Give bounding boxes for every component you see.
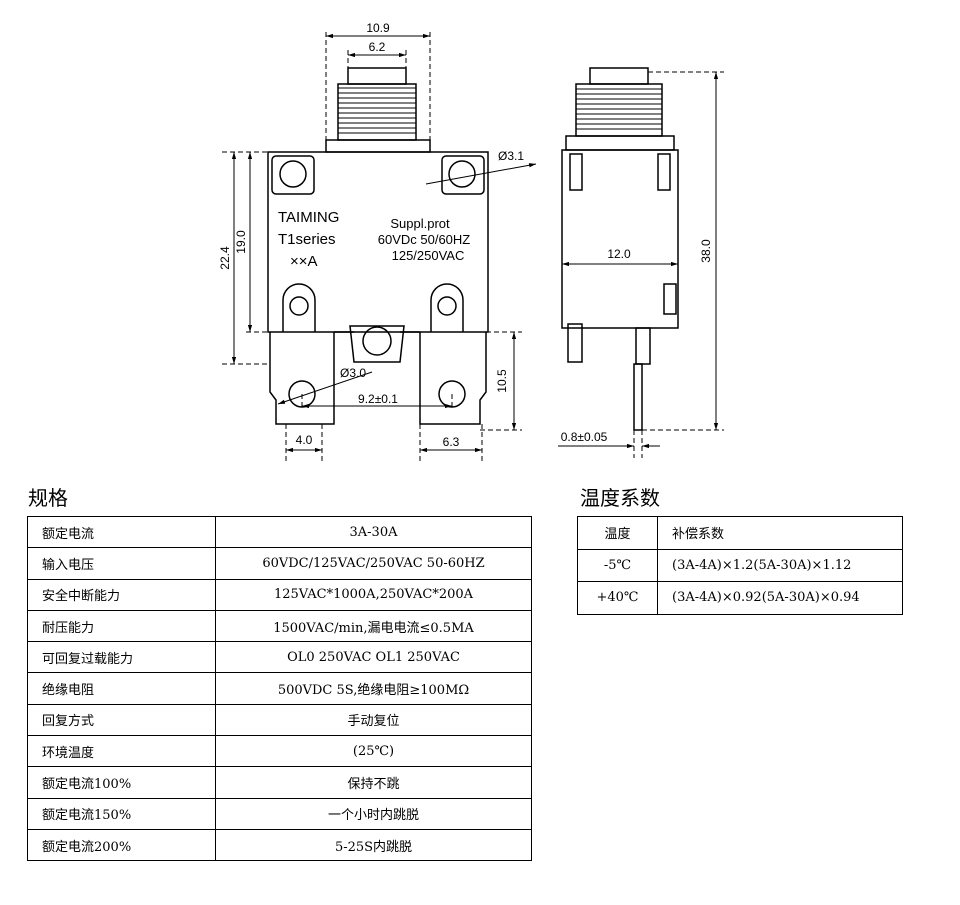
coef-cell: (3A-4A)×1.2(5A-30A)×1.12 xyxy=(657,548,903,582)
svg-text:Suppl.prot: Suppl.prot xyxy=(390,216,450,231)
svg-text:19.0: 19.0 xyxy=(234,230,248,254)
spec-label: 绝缘电阻 xyxy=(27,672,216,705)
spec-value: 125VAC*1000A,250VAC*200A xyxy=(215,578,532,611)
side-pin xyxy=(633,363,643,431)
spec-value: 1500VAC/min,漏电电流≤0.5MA xyxy=(215,609,532,643)
rating-text: Suppl.prot 60VDc 50/60HZ 125/250VAC xyxy=(378,216,471,263)
svg-text:125/250VAC: 125/250VAC xyxy=(392,248,465,263)
spec-value: 60VDC/125VAC/250VAC 50-60HZ xyxy=(215,547,532,580)
spec-value: 5-25S内跳脱 xyxy=(215,828,532,862)
mount-hole-right xyxy=(448,160,476,188)
svg-text:Ø3.1: Ø3.1 xyxy=(498,149,524,163)
spec-value: (25℃) xyxy=(215,735,532,768)
technical-drawing: TAIMING T1series ××A Suppl.prot 60VDc 50… xyxy=(218,21,724,462)
leader-hole-top xyxy=(425,163,537,185)
spec-label: 额定电流150% xyxy=(27,797,216,830)
temp-header-temp: 温度 xyxy=(577,516,658,550)
thread-section xyxy=(337,83,417,141)
temp-header-row: 温度 补偿系数 xyxy=(577,516,903,550)
temp-row: -5℃ (3A-4A)×1.2(5A-30A)×1.12 xyxy=(577,548,903,582)
front-label: TAIMING T1series ××A xyxy=(278,209,339,270)
svg-text:22.4: 22.4 xyxy=(218,246,232,270)
leader-hole-bottom xyxy=(277,371,373,405)
spec-value: 500VDC 5S,绝缘电阻≥100MΩ xyxy=(215,672,532,705)
side-body xyxy=(561,149,679,329)
svg-text:60VDc 50/60HZ: 60VDc 50/60HZ xyxy=(378,232,471,247)
svg-text:12.0: 12.0 xyxy=(607,247,631,261)
temp-cell: -5℃ xyxy=(577,548,658,582)
reset-button-cap xyxy=(347,67,407,85)
spec-label: 额定电流200% xyxy=(27,828,216,862)
body-outline xyxy=(267,151,489,333)
temp-table: 温度 补偿系数 -5℃ (3A-4A)×1.2(5A-30A)×1.12 +40… xyxy=(577,516,903,615)
front-view xyxy=(267,67,489,425)
terminal-left xyxy=(269,332,335,425)
temp-header-coef: 补偿系数 xyxy=(657,516,903,550)
svg-text:Ø3.0: Ø3.0 xyxy=(340,366,366,380)
terminal-right xyxy=(419,332,487,425)
spec-value: 手动复位 xyxy=(215,703,532,737)
spec-label: 额定电流 xyxy=(27,515,216,549)
spec-row: 回复方式手动复位 xyxy=(27,703,532,737)
svg-text:10.9: 10.9 xyxy=(366,21,390,35)
temp-title: 温度系数 xyxy=(580,486,660,510)
spec-value: 保持不跳 xyxy=(215,766,532,799)
svg-text:××A: ××A xyxy=(290,253,318,270)
spec-label: 环境温度 xyxy=(27,735,216,768)
spec-row: 额定电流150%一个小时内跳脱 xyxy=(27,797,532,830)
svg-text:0.8±0.05: 0.8±0.05 xyxy=(561,430,608,444)
spec-title: 规格 xyxy=(28,486,68,510)
svg-text:9.2±0.1: 9.2±0.1 xyxy=(358,392,398,406)
svg-text:T1series: T1series xyxy=(278,231,336,248)
spec-row: 额定电流200%5-25S内跳脱 xyxy=(27,828,532,862)
svg-text:TAIMING: TAIMING xyxy=(278,209,339,226)
spec-label: 耐压能力 xyxy=(27,609,216,643)
side-view xyxy=(561,67,679,431)
spec-value: 3A-30A xyxy=(215,515,532,549)
svg-text:4.0: 4.0 xyxy=(296,433,313,447)
spec-value: 一个小时内跳脱 xyxy=(215,797,532,830)
spec-label: 输入电压 xyxy=(27,547,216,580)
spec-label: 额定电流100% xyxy=(27,766,216,799)
mount-hole-left xyxy=(279,160,307,188)
svg-text:10.5: 10.5 xyxy=(495,369,509,393)
svg-text:6.3: 6.3 xyxy=(443,435,460,449)
spec-label: 可回复过载能力 xyxy=(27,641,216,674)
temp-cell: +40℃ xyxy=(577,581,658,615)
spec-value: OL0 250VAC OL1 250VAC xyxy=(215,641,532,674)
spec-label: 回复方式 xyxy=(27,703,216,737)
spec-label: 安全中断能力 xyxy=(27,578,216,611)
coef-cell: (3A-4A)×0.92(5A-30A)×0.94 xyxy=(657,581,903,615)
spec-row: 环境温度(25℃) xyxy=(27,735,532,768)
spec-row: 额定电流100%保持不跳 xyxy=(27,766,532,799)
temp-row: +40℃ (3A-4A)×0.92(5A-30A)×0.94 xyxy=(577,581,903,615)
svg-text:38.0: 38.0 xyxy=(699,239,713,263)
svg-text:6.2: 6.2 xyxy=(369,40,386,54)
